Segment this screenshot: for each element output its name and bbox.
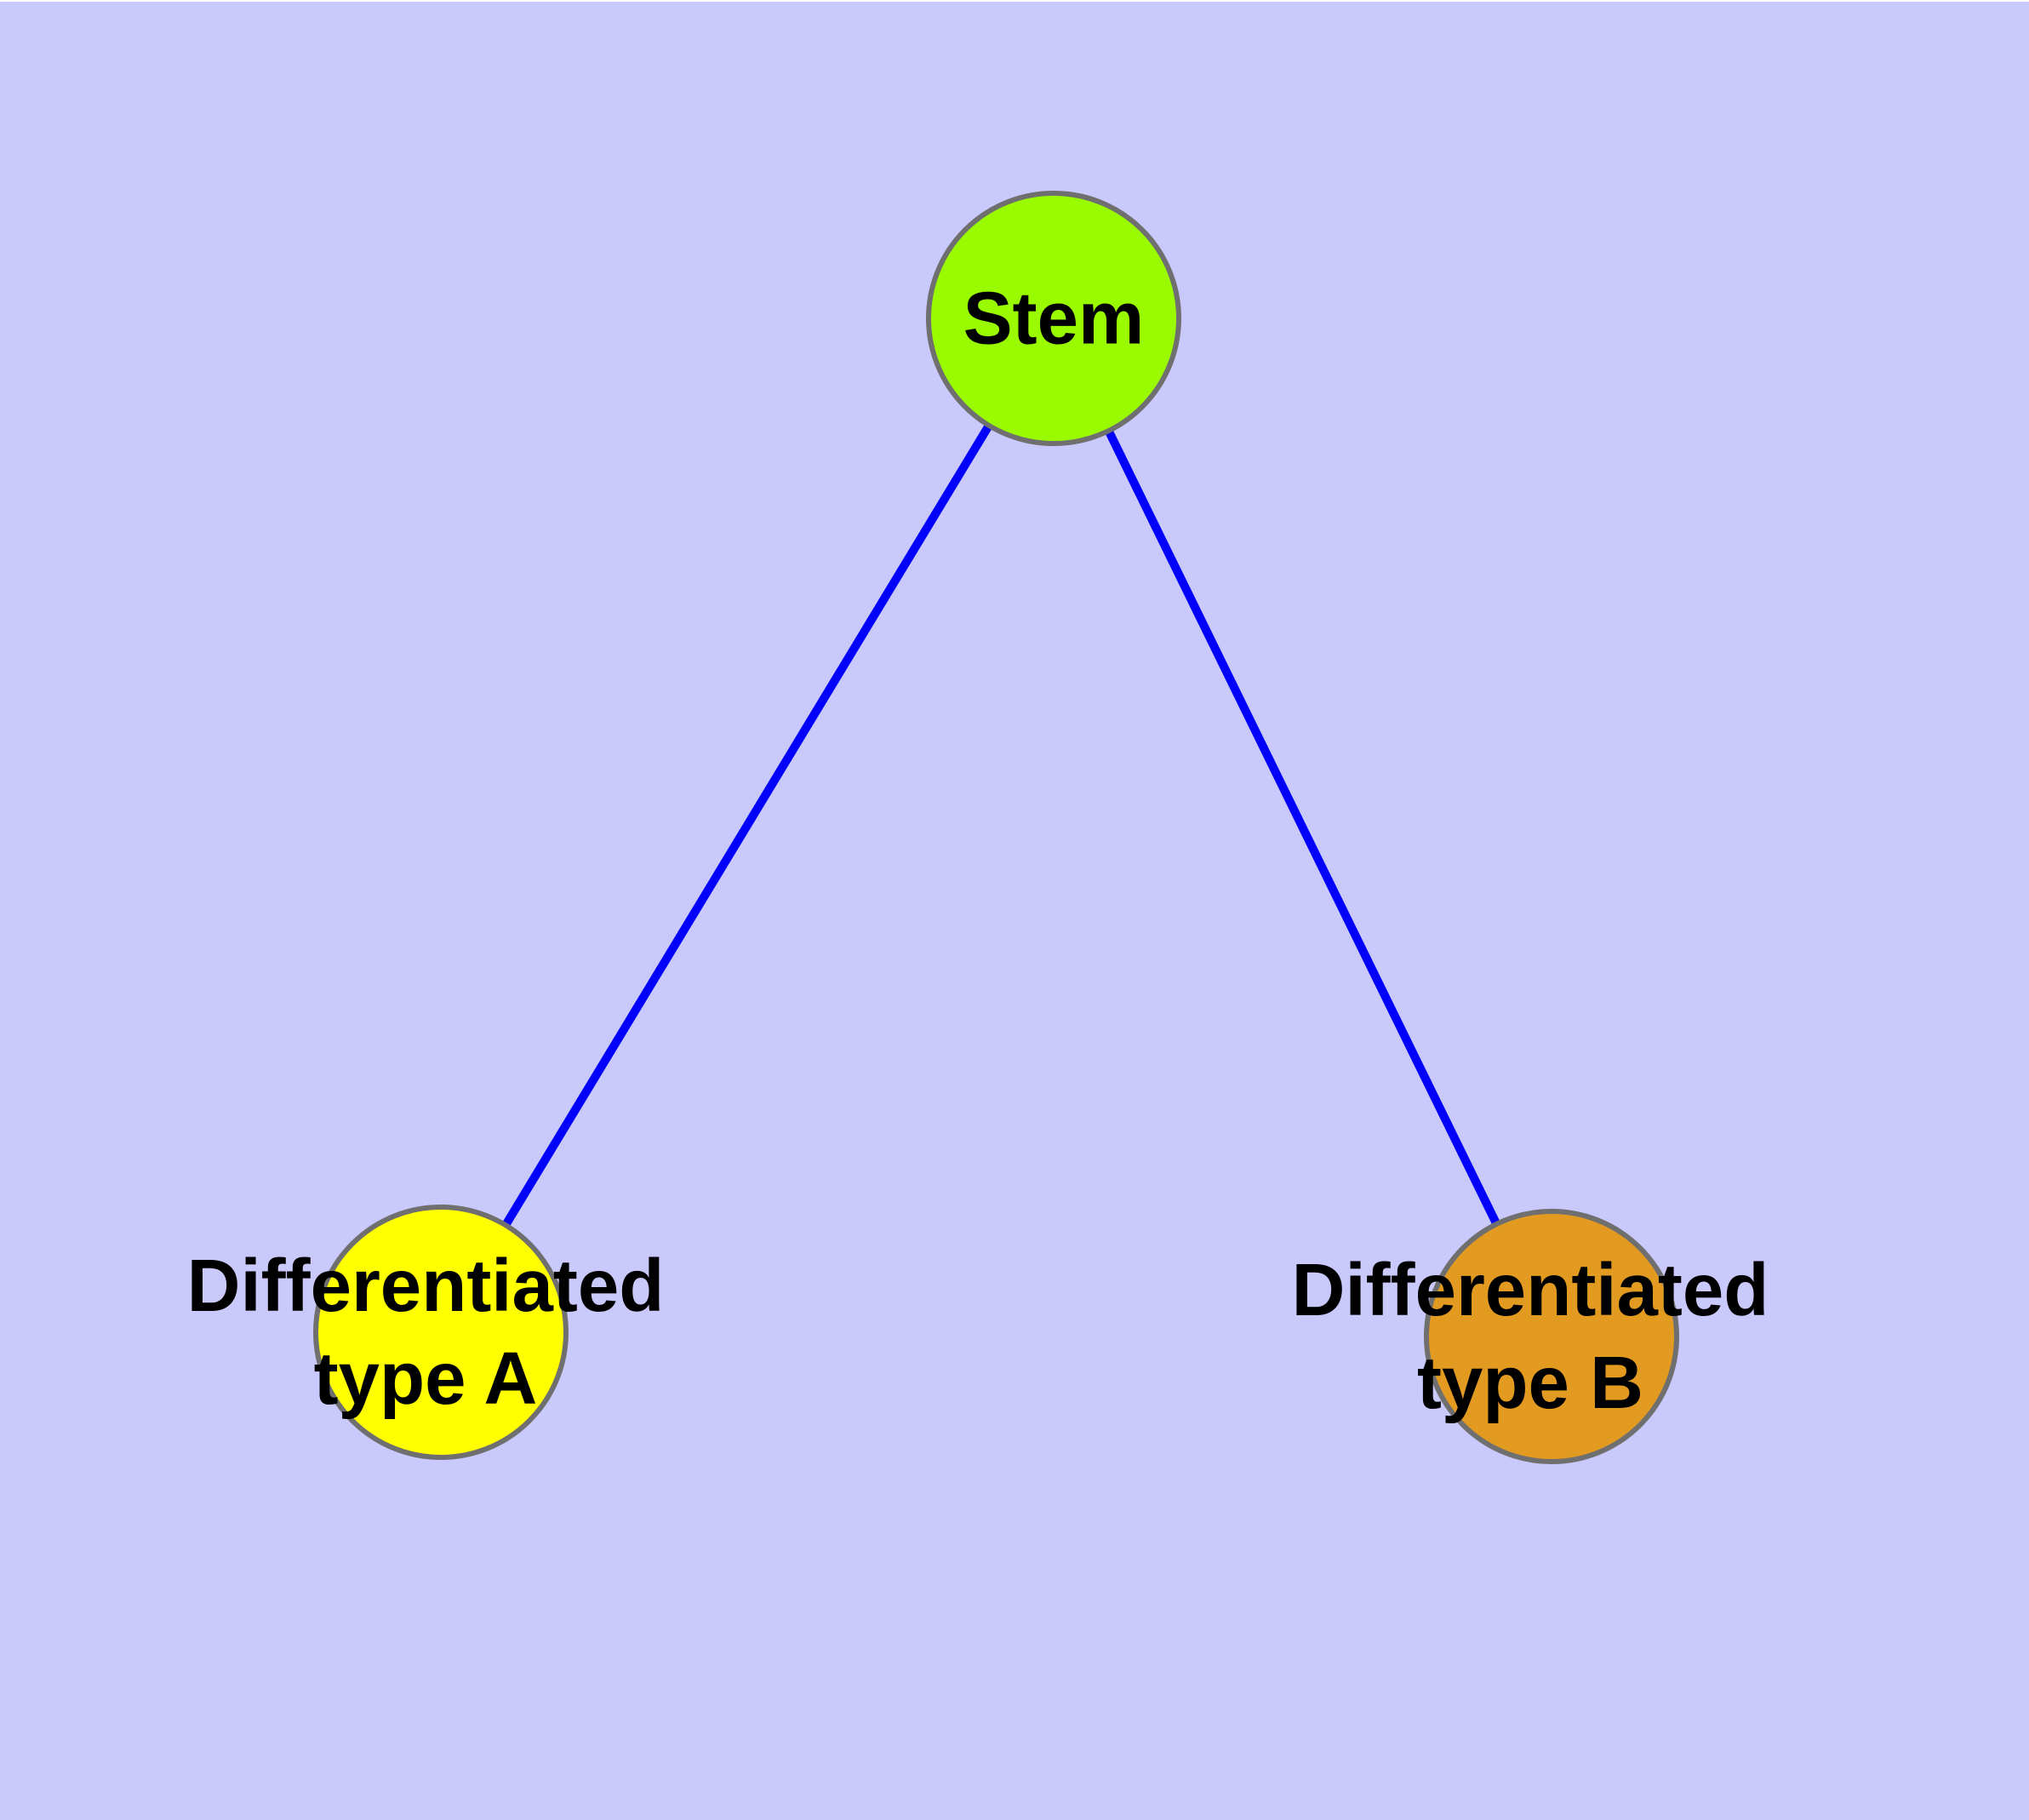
edge-stem-to-type-b — [1049, 316, 1556, 1339]
label-line: Differentiated — [186, 1245, 665, 1327]
node-differentiated-type-a: Differentiated type A — [187, 1205, 664, 1460]
label-line: type B — [1417, 1342, 1643, 1424]
node-stem: Stem — [926, 191, 1181, 446]
edge-stem-to-type-a — [437, 316, 1058, 1335]
node-differentiated-type-a-label: Differentiated type A — [187, 1239, 665, 1425]
label-line: Stem — [963, 277, 1145, 360]
node-differentiated-type-b: Differentiated type B — [1292, 1209, 1769, 1464]
label-line: type A — [313, 1337, 538, 1420]
label-line: Differentiated — [1291, 1249, 1769, 1331]
top-margin — [0, 0, 2029, 2]
node-stem-label: Stem — [963, 272, 1145, 365]
node-differentiated-type-b-label: Differentiated type B — [1292, 1244, 1769, 1429]
